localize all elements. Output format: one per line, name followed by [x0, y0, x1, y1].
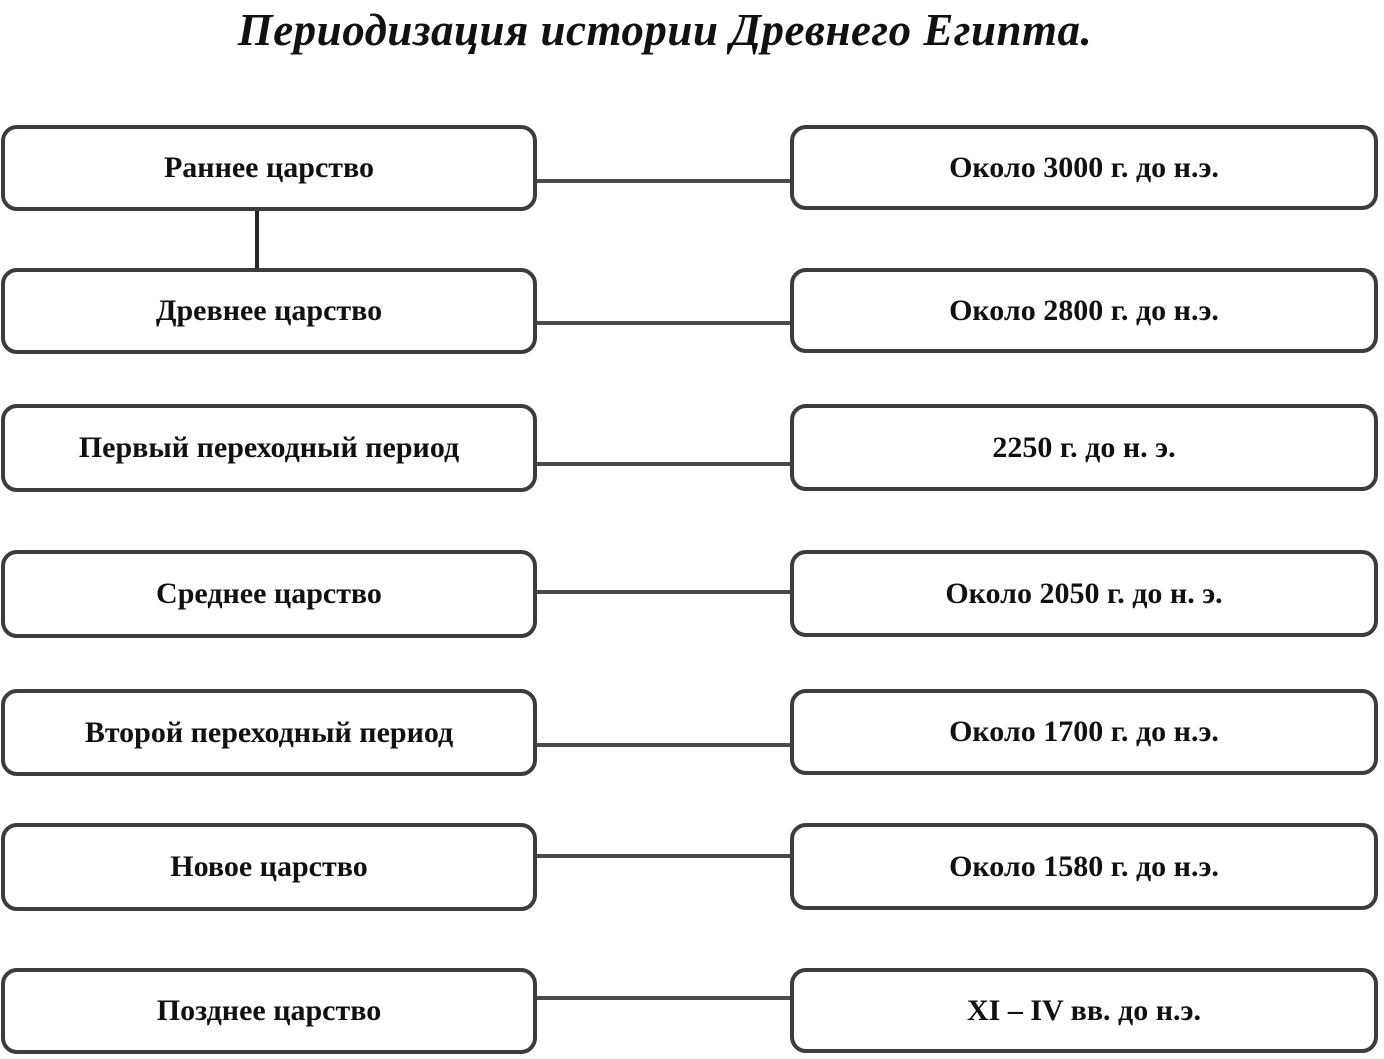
date-box: Около 2050 г. до н. э.	[790, 550, 1378, 637]
date-box: XI – IV вв. до н.э.	[790, 968, 1378, 1053]
diagram-title: Периодизация истории Древнего Египта.	[237, 5, 1093, 55]
period-box: Среднее царство	[1, 550, 537, 638]
date-label: Около 3000 г. до н.э.	[949, 150, 1219, 184]
row-connector-line	[535, 743, 792, 747]
period-box: Новое царство	[1, 823, 537, 911]
date-label: XI – IV вв. до н.э.	[967, 993, 1201, 1027]
row-connector-line	[535, 996, 792, 1000]
date-label: Около 1580 г. до н.э.	[949, 849, 1219, 883]
row-connector-line	[535, 590, 792, 594]
period-box: Первый переходный период	[1, 404, 537, 492]
period-box: Раннее царство	[1, 125, 537, 211]
row-connector-line	[535, 854, 792, 858]
row-connector-line	[535, 462, 792, 466]
period-label: Позднее царство	[156, 994, 382, 1027]
row-connector-line	[535, 179, 792, 183]
date-label: 2250 г. до н. э.	[992, 430, 1176, 464]
period-box: Позднее царство	[1, 968, 537, 1054]
date-box: 2250 г. до н. э.	[790, 404, 1378, 491]
vertical-connector	[255, 209, 259, 270]
period-label: Раннее царство	[163, 151, 375, 184]
period-box: Второй переходный период	[1, 689, 537, 776]
date-box: Около 3000 г. до н.э.	[790, 125, 1378, 210]
period-label: Второй переходный период	[84, 715, 454, 749]
row-connector-line	[535, 321, 792, 325]
date-box: Около 2800 г. до н.э.	[790, 268, 1378, 353]
date-label: Около 2800 г. до н.э.	[949, 293, 1219, 327]
date-box: Около 1580 г. до н.э.	[790, 823, 1378, 910]
period-label: Древнее царство	[155, 294, 383, 327]
period-label: Среднее царство	[156, 577, 382, 610]
period-box: Древнее царство	[1, 268, 537, 354]
date-label: Около 2050 г. до н. э.	[945, 576, 1223, 610]
period-label: Новое царство	[170, 850, 368, 883]
date-box: Около 1700 г. до н.э.	[790, 689, 1378, 775]
date-label: Около 1700 г. до н.э.	[949, 715, 1219, 748]
period-label: Первый переходный период	[78, 431, 460, 464]
